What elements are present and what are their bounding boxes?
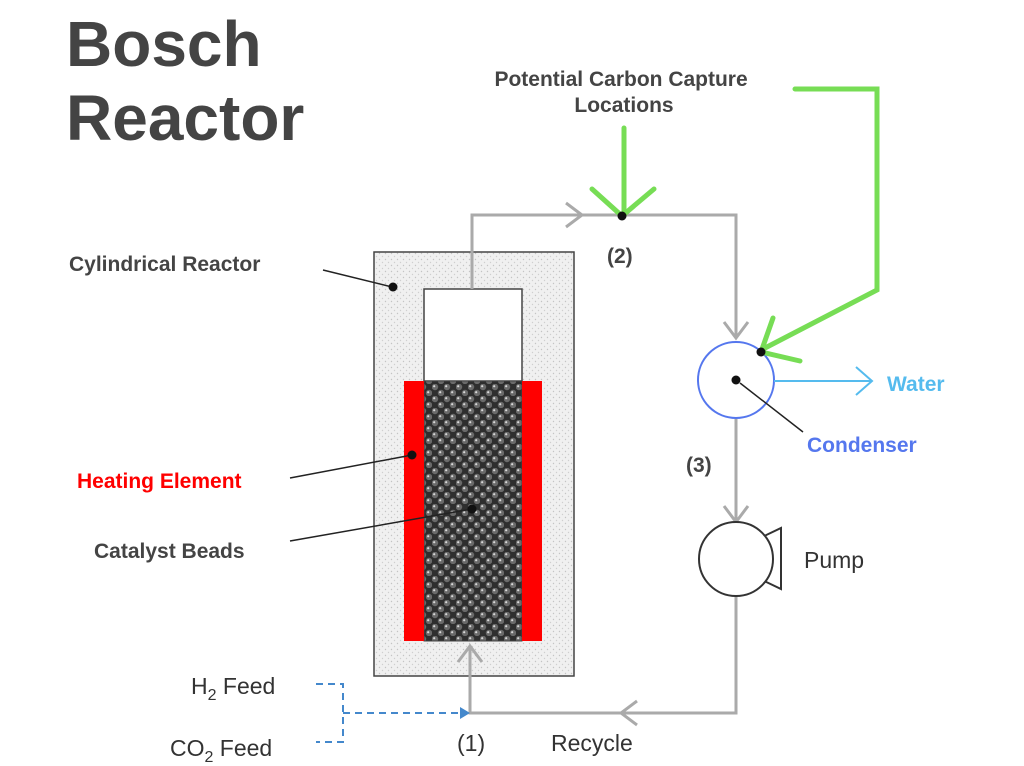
- heating-pointer-dot: [407, 450, 417, 460]
- water-label: Water: [887, 373, 945, 396]
- leader-lines: [289, 269, 804, 542]
- capture-arrow-condenser-shaft: [762, 86, 880, 351]
- reactor-headspace: [423, 288, 523, 382]
- cylindrical-reactor-label: Cylindrical Reactor: [69, 253, 260, 276]
- heating-element-right: [522, 381, 542, 641]
- process-pipes: [456, 201, 750, 727]
- water-outlet-arrow: [774, 366, 874, 396]
- diagram-title: Bosch Reactor: [66, 8, 304, 154]
- title-line-1: Bosch: [66, 8, 262, 80]
- feed-lines: [316, 683, 462, 743]
- pipe-recycle: [468, 597, 738, 715]
- h2-feed-label: H2 Feed: [191, 673, 275, 704]
- reactor-pointer-dot: [388, 282, 398, 292]
- point-3-label: (3): [686, 454, 712, 477]
- heating-element-label: Heating Element: [77, 470, 242, 493]
- co2-feed-label: CO2 Feed: [170, 735, 272, 766]
- arrow-chevron-top: [565, 201, 585, 229]
- carbon-capture-arrows: [589, 86, 880, 364]
- pump: [698, 521, 782, 597]
- feed-arrowhead: [460, 707, 470, 719]
- capture-label-line-2: Locations: [574, 94, 673, 117]
- pipe-reactor-outlet: [470, 213, 738, 338]
- condenser-center-dot: [731, 375, 741, 385]
- condenser-label: Condenser: [807, 434, 917, 457]
- capture-locations-label: Potential Carbon Capture Locations: [494, 68, 753, 117]
- arrow-chevron-to-condenser: [722, 321, 750, 341]
- arrow-chevron-inlet: [456, 643, 484, 663]
- recycle-label: Recycle: [551, 730, 633, 756]
- title-line-2: Reactor: [66, 82, 304, 154]
- heating-element-left: [404, 381, 424, 641]
- catalyst-pointer-dot: [467, 504, 477, 514]
- arrow-chevron-recycle: [618, 699, 638, 727]
- pump-body: [698, 521, 774, 597]
- catalyst-beads-label: Catalyst Beads: [94, 540, 245, 563]
- point-1-label: (1): [457, 730, 485, 756]
- capture-point-2-dot: [617, 211, 627, 221]
- pump-label: Pump: [804, 547, 864, 573]
- point-2-label: (2): [607, 245, 633, 268]
- capture-point-condenser-dot: [756, 347, 766, 357]
- capture-label-line-1: Potential Carbon Capture: [494, 68, 747, 91]
